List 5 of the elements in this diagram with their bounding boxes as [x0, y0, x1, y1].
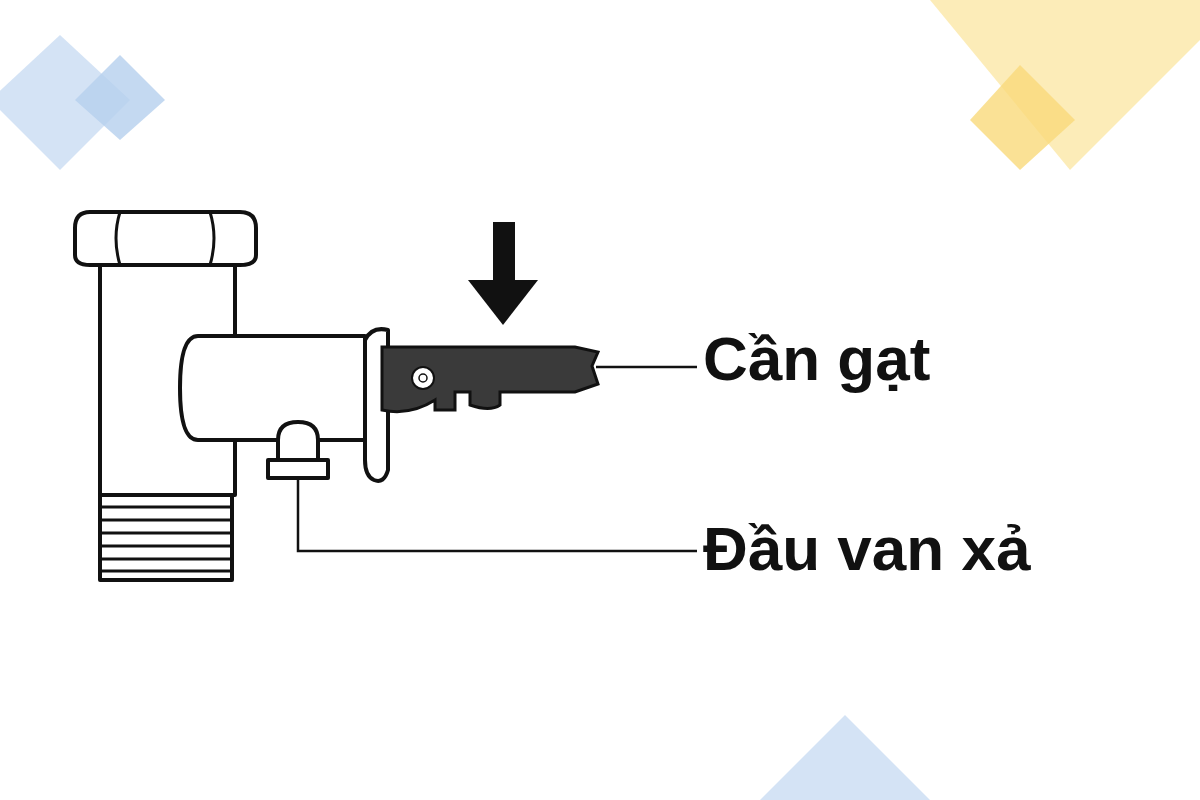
part-label: Cần gạt — [703, 325, 931, 394]
part-label: Đầu van xả — [703, 515, 1031, 584]
lever-drawing — [380, 345, 600, 414]
leader-line — [296, 480, 697, 553]
leader-line — [596, 365, 697, 369]
